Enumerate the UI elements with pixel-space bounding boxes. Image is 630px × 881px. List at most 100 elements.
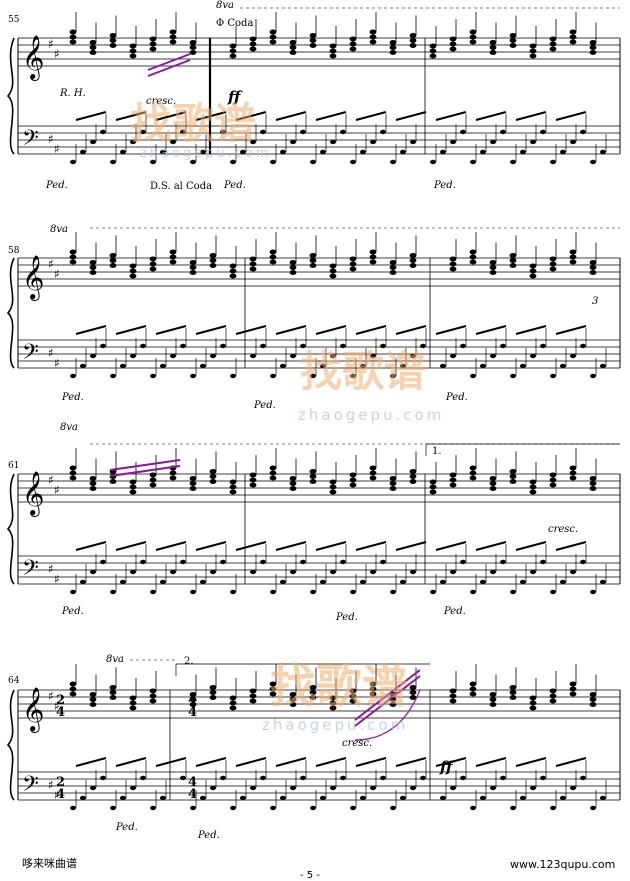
note-head — [509, 479, 517, 484]
bass-note-head — [150, 159, 156, 165]
bass-note-head — [170, 569, 176, 575]
note-head — [109, 38, 117, 43]
bass-note-head — [310, 159, 316, 165]
bass-note-head — [280, 363, 286, 369]
note-head — [549, 472, 557, 478]
note-head — [229, 479, 237, 485]
key-sharp: ♯ — [48, 778, 54, 792]
bass-note-head — [120, 149, 126, 155]
note-head — [309, 479, 317, 484]
bass-note-head — [230, 589, 236, 595]
footer-left-text: 哆来咪曲谱 — [22, 857, 77, 870]
bass-note-head — [100, 559, 106, 565]
bass-note-head — [360, 795, 366, 801]
beam — [155, 111, 187, 121]
beam — [235, 541, 267, 551]
note-head — [569, 475, 577, 481]
bass-note-head — [310, 589, 316, 595]
note-head — [369, 249, 377, 255]
note-head — [489, 476, 497, 481]
bass-note-head — [90, 569, 96, 575]
note-head — [169, 249, 177, 255]
beam — [475, 541, 507, 551]
time-signature: 4 — [188, 693, 197, 708]
note-head — [549, 698, 557, 704]
bass-note-head — [120, 795, 126, 801]
note-head — [229, 263, 237, 269]
note-head — [129, 479, 137, 485]
bass-note-head — [370, 353, 376, 359]
bass-note-head — [440, 795, 446, 801]
note-head — [469, 475, 477, 481]
beam — [195, 111, 227, 121]
note-head — [229, 53, 237, 59]
note-head — [509, 263, 517, 268]
note-head — [289, 486, 297, 491]
note-head — [209, 263, 217, 268]
footer-right-url: www.123qupu.com — [510, 858, 616, 871]
note-head — [289, 476, 297, 481]
bass-note-head — [190, 159, 196, 165]
ped-10: Ped. — [116, 822, 138, 833]
note-head — [229, 484, 237, 490]
note-head — [529, 489, 537, 495]
note-head — [289, 270, 297, 275]
bass-note-head — [290, 139, 296, 145]
note-head — [289, 50, 297, 55]
bass-note-head — [560, 363, 566, 369]
note-head — [269, 475, 277, 481]
note-head — [289, 697, 297, 702]
note-head — [389, 45, 397, 50]
bass-note-head — [240, 795, 246, 801]
note-head — [169, 470, 177, 476]
bass-note-head — [480, 149, 486, 155]
bass-note-head — [160, 363, 166, 369]
note-head — [369, 691, 377, 697]
note-head — [529, 53, 537, 59]
ending-2-marking: 2. — [184, 656, 194, 667]
bass-note-head — [550, 373, 556, 379]
key-sharp: ♯ — [54, 788, 60, 802]
note-head — [369, 686, 377, 692]
bass-note-head — [580, 559, 586, 565]
note-head — [129, 48, 137, 54]
bass-note-head — [320, 363, 326, 369]
note-head — [349, 41, 357, 47]
note-head — [109, 479, 117, 484]
bass-note-head — [570, 785, 576, 791]
note-head — [269, 470, 277, 476]
note-head — [329, 273, 337, 279]
bass-note-head — [80, 795, 86, 801]
note-head — [69, 259, 77, 265]
beam — [435, 541, 467, 551]
bass-note-head — [140, 129, 146, 135]
time-signature: 4 — [188, 775, 197, 790]
note-head — [309, 263, 317, 268]
note-head — [109, 33, 117, 38]
note-head — [409, 43, 417, 48]
bass-note-head — [430, 589, 436, 595]
note-head — [309, 695, 317, 700]
bass-clef: 𝄢 — [22, 556, 39, 586]
note-head — [329, 705, 337, 711]
note-head — [189, 270, 197, 275]
note-head — [109, 695, 117, 700]
note-head — [129, 489, 137, 495]
beam — [235, 325, 267, 335]
note-head — [589, 697, 597, 702]
beam — [275, 541, 307, 551]
beam — [515, 757, 547, 767]
bass-note-head — [590, 159, 596, 165]
note-head — [409, 263, 417, 268]
note-head — [529, 273, 537, 279]
key-sharp: ♯ — [54, 572, 60, 586]
note-head — [189, 697, 197, 702]
key-sharp: ♯ — [48, 346, 54, 360]
note-head — [289, 265, 297, 270]
bass-clef: 𝄢 — [22, 340, 39, 370]
bass-note-head — [600, 579, 606, 585]
beam — [155, 325, 187, 335]
note-head — [269, 34, 277, 40]
note-head — [369, 39, 377, 45]
bass-note-head — [450, 785, 456, 791]
